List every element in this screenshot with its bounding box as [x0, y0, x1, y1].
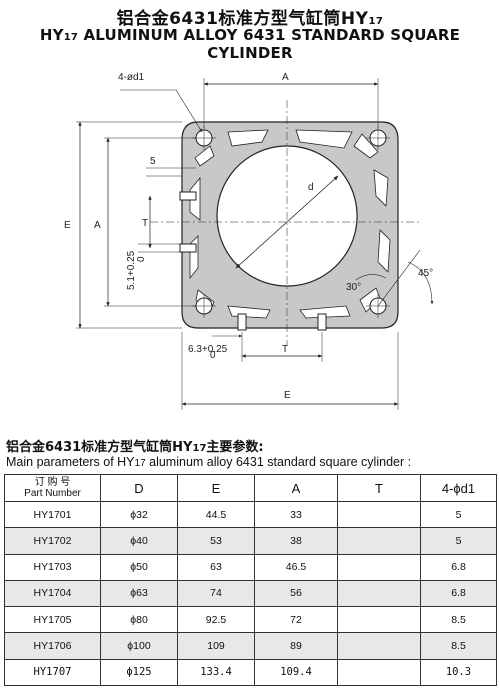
dim-slot-tol: 0: [136, 256, 147, 262]
cell-d: ϕ50: [100, 553, 178, 581]
dim-angle-45: 45°: [418, 268, 433, 279]
table-row: HY1703 ϕ50 63 46.5 6.8: [4, 553, 497, 581]
dim-angle-30: 30°: [346, 282, 361, 293]
dim-a-top: A: [282, 72, 289, 83]
cell-t: [337, 553, 421, 581]
cell-a: 38: [254, 527, 338, 555]
cell-part: HY1702: [4, 527, 101, 555]
params-cn-sub: 17: [192, 443, 207, 454]
col-header-t: T: [337, 474, 421, 502]
title-en-sub: 17: [63, 32, 79, 43]
cell-e: 74: [177, 579, 255, 608]
dim-t-left: T: [142, 218, 148, 229]
title-cn-model: HY: [340, 9, 369, 29]
params-en-pre: Main parameters of HY: [6, 455, 135, 469]
cell-t: [337, 658, 421, 687]
title-cn-sub: 17: [368, 16, 384, 27]
cell-a: 56: [254, 579, 338, 608]
cell-d1: 5: [420, 500, 497, 529]
col-header-d: D: [100, 474, 178, 502]
cell-t: [337, 500, 421, 529]
profile-pockets: [189, 129, 391, 319]
cell-d: ϕ100: [100, 632, 178, 660]
cell-d: ϕ32: [100, 500, 178, 529]
col-header-part-en: Part Number: [24, 488, 81, 499]
dim-holes-label: 4-ød1: [118, 72, 145, 83]
params-cn-pre: 铝合金6431标准方型气缸筒HY: [6, 440, 193, 455]
page-title-en: HY17 ALUMINUM ALLOY 6431 STANDARD SQUARE…: [0, 26, 500, 62]
cell-d1: 5: [420, 527, 497, 555]
params-en-post: aluminum alloy 6431 standard square cyli…: [145, 455, 412, 469]
col-header-part: 订 购 号 Part Number: [4, 474, 101, 502]
cell-d1: 8.5: [420, 632, 497, 660]
profile-outline: [181, 121, 399, 329]
cell-part: HY1705: [4, 606, 101, 634]
dim-e-left: E: [64, 220, 71, 231]
cell-a: 72: [254, 606, 338, 634]
cell-e: 53: [177, 527, 255, 555]
table-row: HY1704 ϕ63 74 56 6.8: [4, 579, 497, 608]
cell-a: 109.4: [254, 658, 338, 687]
cell-e: 63: [177, 553, 255, 581]
cell-t: [337, 632, 421, 660]
table-row: HY1706 ϕ100 109 89 8.5: [4, 632, 497, 660]
params-title-en: Main parameters of HY17 aluminum alloy 6…: [6, 455, 411, 469]
params-en-sub: 17: [134, 458, 146, 469]
cell-d: ϕ40: [100, 527, 178, 555]
table-row: HY1701 ϕ32 44.5 33 5: [4, 500, 497, 529]
dim-slot-label: 5.1+0.25: [126, 250, 137, 290]
cell-part: HY1701: [4, 500, 101, 529]
table-header-row: 订 购 号 Part Number D E A T 4-ϕd1: [4, 474, 497, 502]
table-row: HY1702 ϕ40 53 38 5: [4, 527, 497, 555]
dim-t-bottom: T: [282, 344, 288, 355]
col-header-d1: 4-ϕd1: [420, 474, 497, 502]
cell-d1: 10.3: [420, 658, 497, 687]
dim-five: 5: [150, 156, 156, 167]
dim-a-left: A: [94, 220, 101, 231]
title-cn-text: 铝合金6431标准方型气缸筒: [116, 9, 341, 29]
cylinder-drawing: d A 4-ød1 5 E A T 5.1+0.25 0 30° 45° 6.3…: [64, 72, 434, 410]
cell-a: 33: [254, 500, 338, 529]
cell-a: 46.5: [254, 553, 338, 581]
dim-d-label: d: [308, 182, 314, 193]
title-en-pre: HY: [39, 26, 64, 44]
page-title-cn: 铝合金6431标准方型气缸筒HY17: [0, 4, 500, 29]
table-row: HY1705 ϕ80 92.5 72 8.5: [4, 606, 497, 634]
cell-d1: 6.8: [420, 553, 497, 581]
cell-part: HY1703: [4, 553, 101, 581]
dim-bottom-tol: 0: [210, 350, 216, 361]
dim-bottom-label: 6.3+0.25: [188, 344, 228, 355]
cell-t: [337, 579, 421, 608]
cell-d1: 6.8: [420, 579, 497, 608]
cell-t: [337, 527, 421, 555]
cell-d: ϕ63: [100, 579, 178, 608]
cell-d: ϕ125: [100, 658, 178, 687]
bottom-slots: [179, 191, 327, 331]
params-cn-post: 主要参数:: [206, 440, 264, 455]
cell-d1: 8.5: [420, 606, 497, 634]
cell-part: HY1704: [4, 579, 101, 608]
col-header-e: E: [177, 474, 255, 502]
parameters-table: 订 购 号 Part Number D E A T 4-ϕd1 HY1701 ϕ…: [4, 474, 497, 687]
cell-e: 44.5: [177, 500, 255, 529]
cell-e: 109: [177, 632, 255, 660]
title-en-rest: ALUMINUM ALLOY 6431 STANDARD SQUARE CYLI…: [78, 26, 461, 62]
cell-e: 133.4: [177, 658, 255, 687]
col-header-part-cn: 订 购 号: [34, 477, 71, 488]
col-header-a: A: [254, 474, 338, 502]
cell-part: HY1706: [4, 632, 101, 660]
cell-e: 92.5: [177, 606, 255, 634]
dim-e-bottom: E: [284, 390, 291, 401]
cell-part: HY1707: [4, 658, 101, 687]
cell-t: [337, 606, 421, 634]
cell-d: ϕ80: [100, 606, 178, 634]
table-row: HY1707 ϕ125 133.4 109.4 10.3: [4, 658, 497, 687]
params-title-cn: 铝合金6431标准方型气缸筒HY17主要参数:: [6, 436, 264, 455]
cell-a: 89: [254, 632, 338, 660]
